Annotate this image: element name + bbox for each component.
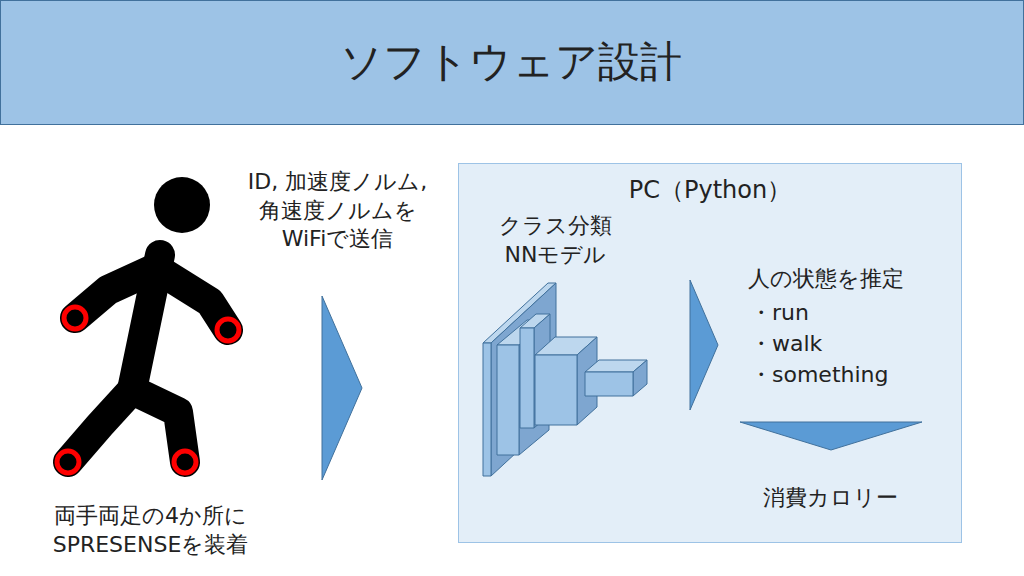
page-title: ソフトウェア設計 [0,0,1022,123]
nn-layer [633,360,647,396]
nn-layer [520,328,534,428]
stick-figure [68,177,228,462]
flow-arrow [740,422,922,450]
state-item: ・something [750,361,950,390]
transmit-note: ID, 加速度ノルム, 角速度ノルムを WiFiで送信 [240,168,435,254]
output-label: 消費カロリー [730,484,930,513]
state-item: ・walk [750,330,950,359]
state-item: ・run [750,299,950,328]
flow-arrow [690,280,718,410]
nn-layer [483,343,491,476]
model-label: クラス分類 NNモデル [493,212,618,269]
flow-arrow [322,296,362,480]
sensor-note: 両手両足の4か所に SPRESENSEを装着 [28,502,273,559]
sensor-marks [57,307,239,473]
nn-layer [535,355,577,425]
state-heading: 人の状態を推定 [748,265,948,294]
box-heading: PC（Python） [459,174,961,206]
nn-layer [585,372,633,396]
nn-layer [497,345,519,455]
